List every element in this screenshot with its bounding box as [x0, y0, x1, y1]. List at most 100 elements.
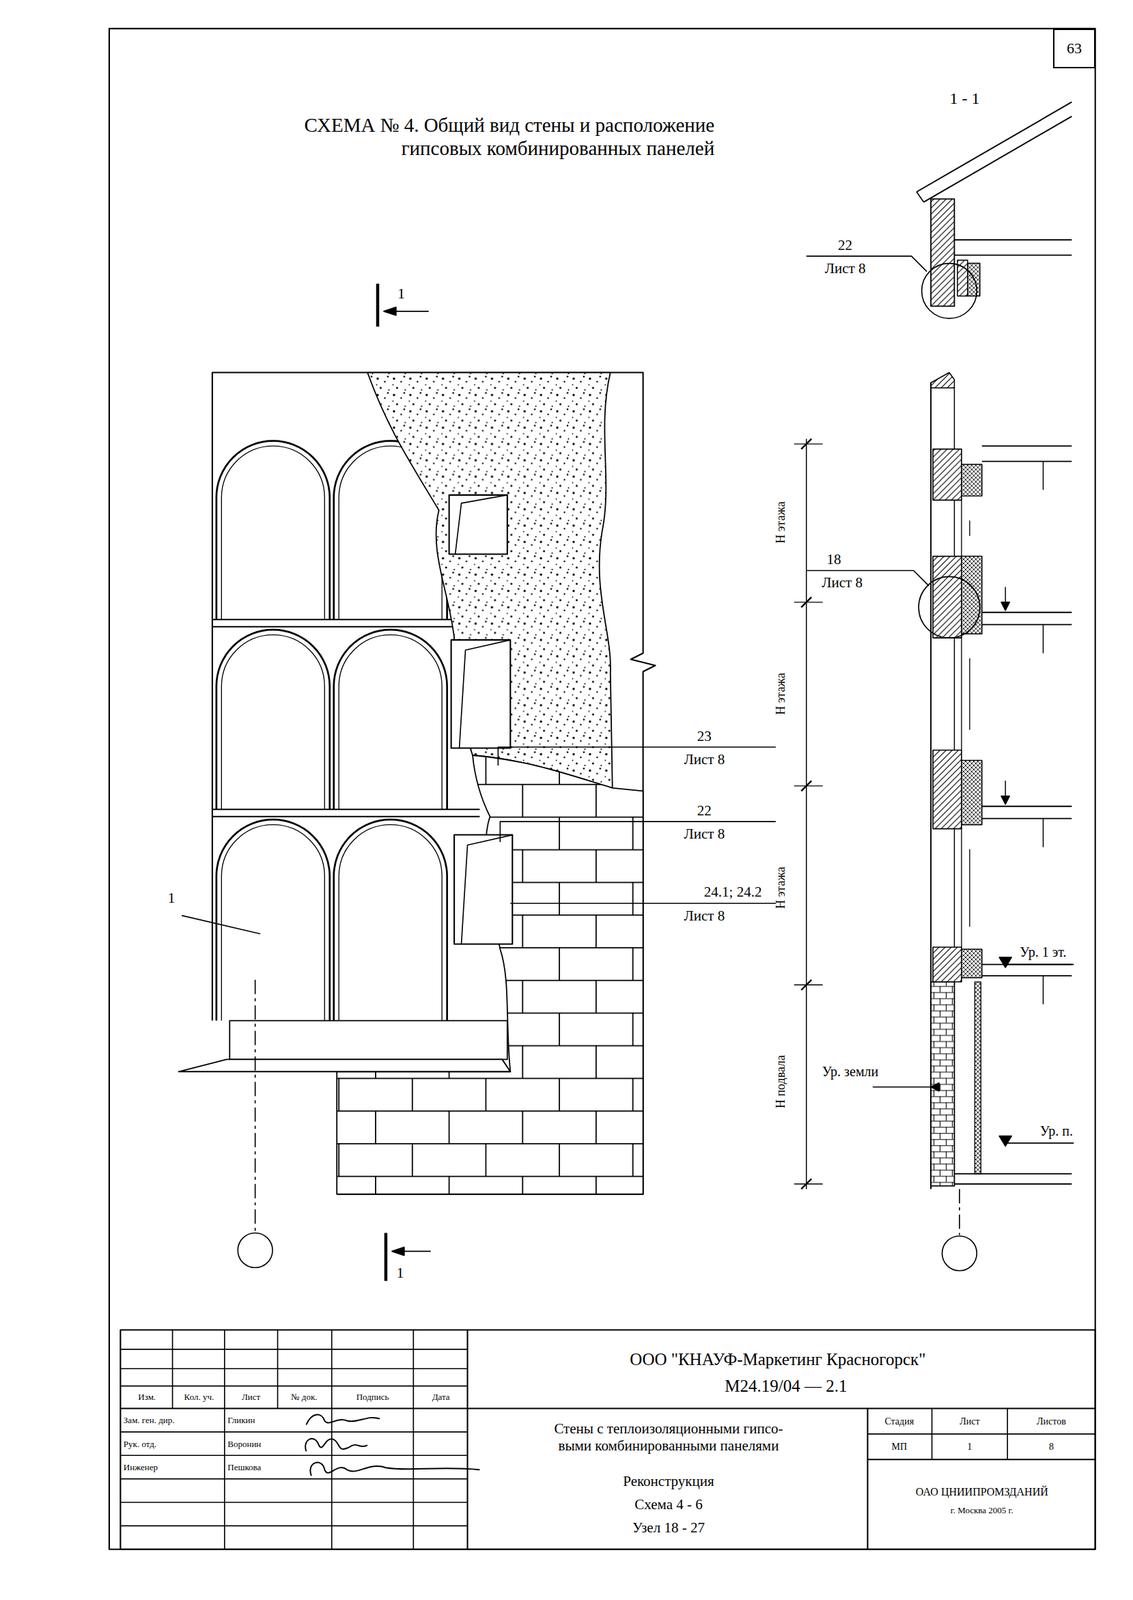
level-mark — [1005, 1142, 1074, 1144]
callout-number: 18 — [827, 551, 842, 568]
title-block — [224, 1329, 226, 1549]
sheet-reference: Лист 8 — [683, 825, 725, 843]
floor-slab — [982, 975, 1073, 977]
dimension-label: Н этажа — [773, 672, 789, 716]
dimension-line — [794, 443, 823, 444]
title-block — [120, 1329, 1095, 1549]
callout-number: 22 — [697, 802, 712, 819]
wall-section — [932, 947, 962, 983]
window-opening — [960, 637, 962, 750]
table-header: Изм. — [137, 1392, 156, 1403]
sheet-title: СХЕМА № 4. Общий вид стены и расположени… — [270, 114, 715, 160]
table-cell: Инженер — [123, 1462, 158, 1474]
plaster-layer — [367, 372, 613, 789]
title-block — [120, 1385, 468, 1388]
roof — [916, 101, 1072, 192]
gypsum-panel — [455, 495, 508, 555]
window-opening — [969, 849, 970, 928]
floor-slab — [1042, 461, 1044, 491]
arched-window — [333, 819, 448, 1021]
title-block — [931, 1408, 933, 1461]
signature — [310, 1462, 480, 1477]
dimension-tick — [801, 980, 812, 991]
detail-circle — [918, 576, 981, 638]
insulation — [961, 556, 983, 635]
axis-bubble — [942, 1236, 978, 1271]
dimension-tick — [801, 1178, 812, 1190]
floor-band — [212, 808, 481, 810]
company-name: ООО "КНАУФ-Маркетинг Красногорск" — [629, 1349, 926, 1370]
floor-slab — [1042, 624, 1044, 654]
level-mark — [930, 1083, 940, 1092]
leader-line — [510, 902, 776, 905]
gypsum-panel — [451, 639, 511, 748]
floor-slab — [982, 805, 1073, 808]
title-block — [120, 1348, 468, 1351]
callout-number: 23 — [697, 728, 712, 745]
page-number-box: 63 — [1053, 28, 1095, 69]
arched-window — [221, 635, 325, 810]
floor-slab — [982, 624, 1073, 626]
table-cell: Пешкова — [227, 1462, 261, 1474]
leader-line — [181, 915, 261, 935]
arched-window — [216, 441, 330, 621]
insulation — [961, 760, 983, 825]
title-block — [120, 1478, 468, 1480]
table-cell: 1 — [967, 1441, 972, 1453]
section-mark — [392, 1247, 405, 1256]
axis-line — [958, 1189, 961, 1235]
callout-number: 24.1; 24.2 — [704, 883, 763, 901]
dimension-line — [794, 1183, 823, 1185]
title-block — [120, 1454, 468, 1457]
window-opening — [969, 520, 970, 536]
dimension-tick — [801, 780, 812, 791]
floor-slab — [954, 254, 1072, 257]
dimension-line — [794, 601, 823, 603]
table-cell: Гликин — [227, 1415, 255, 1426]
title-block — [120, 1407, 1095, 1409]
section-number: 1 — [396, 1264, 404, 1282]
level-label: Ур. 1 эт. — [1019, 944, 1067, 961]
section-mark — [376, 283, 380, 327]
dimension-label: Н этажа — [773, 501, 789, 544]
title-block — [867, 1433, 1095, 1435]
arched-window — [221, 824, 325, 1021]
level-mark — [999, 1135, 1012, 1146]
title-block — [120, 1501, 468, 1504]
table-header: Лист — [959, 1416, 980, 1428]
gypsum-panel — [454, 835, 513, 945]
floor-slab — [1042, 818, 1044, 848]
table-header: Стадия — [884, 1416, 914, 1428]
title-block — [120, 1431, 468, 1433]
title-block — [120, 1367, 468, 1370]
floor-slab — [954, 239, 1072, 241]
title-block — [412, 1329, 414, 1549]
insulation — [961, 949, 983, 978]
axis-bubble — [237, 1232, 273, 1268]
floor-slab — [1042, 975, 1044, 1005]
sheet-frame — [109, 28, 1096, 1550]
socle — [229, 1020, 508, 1060]
table-header: Листов — [1036, 1416, 1067, 1428]
insulation — [967, 263, 981, 297]
signature — [305, 1415, 380, 1426]
dimension-label: Н этажа — [773, 866, 789, 909]
dimension-line — [794, 984, 823, 986]
floor-band — [212, 816, 481, 818]
sheet-reference: Лист 8 — [683, 751, 725, 768]
basement-wall — [930, 982, 955, 1187]
level-mark — [872, 1086, 940, 1088]
document-title: Реконструкция — [622, 1473, 714, 1490]
gypsum-panel — [459, 639, 511, 748]
roof — [916, 191, 924, 203]
table-header: Кол. уч. — [184, 1392, 215, 1403]
sheet-reference: Лист 8 — [821, 574, 863, 591]
leader-line — [499, 821, 776, 843]
title-block — [1006, 1408, 1009, 1461]
floor-band — [212, 618, 481, 621]
leader-line — [806, 256, 927, 272]
dimension-line — [805, 439, 807, 1190]
floor-band — [212, 626, 481, 628]
floor-slab — [982, 445, 1073, 447]
